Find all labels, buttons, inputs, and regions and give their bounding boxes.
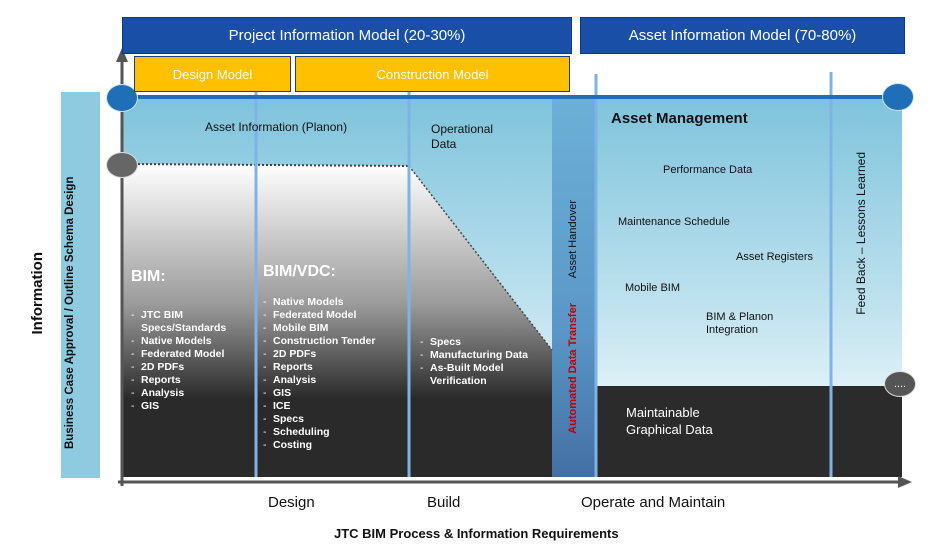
asset-registers: Asset Registers [736, 251, 814, 263]
build-item: Specs [420, 336, 528, 349]
automated-transfer-label: Automated Data Transfer [567, 303, 579, 434]
pim-header: Project Information Model (20-30%) [122, 17, 572, 54]
ellipsis-text: .... [893, 378, 907, 390]
bim-vdc-item: Native Models [263, 296, 375, 309]
build-item: As-Built Model Verification [420, 362, 528, 388]
bim-item: Native Models [131, 335, 226, 348]
bim-vdc-item: Specs [263, 413, 375, 426]
phase-operate: Operate and Maintain [581, 494, 726, 511]
maintenance-schedule: Maintenance Schedule [618, 216, 730, 228]
phase-build: Build [427, 494, 461, 511]
build-item: Manufacturing Data [420, 349, 528, 362]
bim-item: Federated Model [131, 348, 226, 361]
bim-vdc-item: GIS [263, 387, 375, 400]
construction-model-box: Construction Model [295, 56, 570, 92]
bim-item: JTC BIM Specs/Standards [131, 309, 226, 335]
bim-vdc-item: Mobile BIM [263, 322, 375, 335]
bim-vdc-item: Federated Model [263, 309, 375, 322]
feedback-label: Feed Back – Lessons Learned [854, 152, 868, 315]
build-list: Specs Manufacturing Data As-Built Model … [420, 336, 528, 388]
ellipsis-marker: .... [884, 371, 916, 397]
bim-vdc-item: Construction Tender [263, 335, 375, 348]
bim-vdc-item: Costing [263, 439, 375, 452]
aim-header: Asset Information Model (70-80%) [580, 17, 905, 54]
phase-design: Design [268, 494, 315, 511]
asset-handover-label: Asset Handover [567, 200, 579, 279]
bim-item: Analysis [131, 387, 226, 400]
operational-data: Operational Data [431, 122, 494, 151]
y-axis-label: Information [29, 252, 46, 335]
diagram-title: JTC BIM Process & Information Requiremen… [334, 526, 619, 541]
bim-vdc-item: Reports [263, 361, 375, 374]
bim-vdc-title: BIM/VDC: [263, 263, 336, 280]
asset-info-planon: Asset Information (Planon) [205, 120, 348, 134]
bim-vdc-item: ICE [263, 400, 375, 413]
asset-management-title: Asset Management [611, 110, 748, 127]
bim-planon-integration: BIM & Planon Integration [706, 311, 774, 336]
bim-vdc-list: Native Models Federated Model Mobile BIM… [263, 296, 375, 452]
bim-item: 2D PDFs [131, 361, 226, 374]
blue-marker-left [106, 84, 138, 112]
bim-item: GIS [131, 400, 226, 413]
business-case-label: Business Case Approval / Outline Schema … [64, 176, 76, 450]
bim-title: BIM: [131, 268, 166, 285]
performance-data: Performance Data [663, 164, 753, 176]
mobile-bim: Mobile BIM [625, 282, 681, 294]
bim-item: Reports [131, 374, 226, 387]
bim-vdc-item: Scheduling [263, 426, 375, 439]
bim-vdc-item: Analysis [263, 374, 375, 387]
blue-marker-right [882, 83, 914, 111]
grey-marker [106, 152, 138, 178]
bim-list: JTC BIM Specs/Standards Native Models Fe… [131, 309, 226, 413]
maintainable-graphical-data: Maintainable Graphical Data [626, 405, 713, 437]
design-model-box: Design Model [134, 56, 291, 92]
bim-vdc-item: 2D PDFs [263, 348, 375, 361]
